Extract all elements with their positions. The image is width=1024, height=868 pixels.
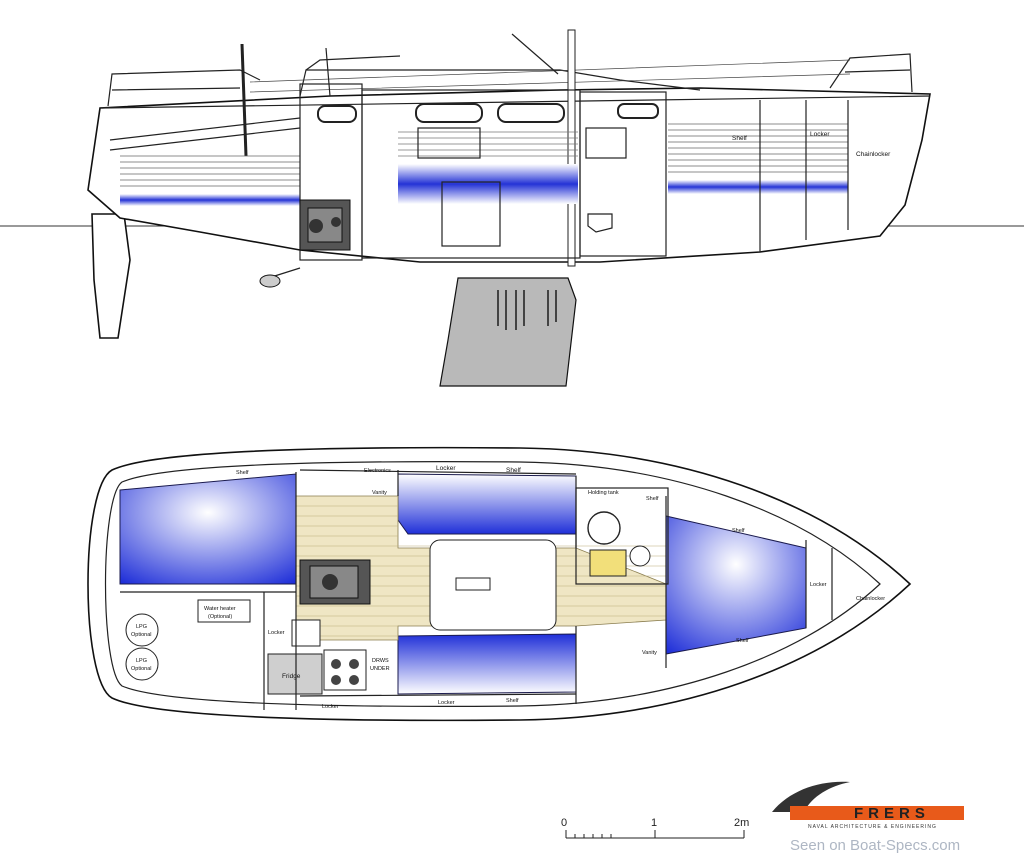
scale-tick-2m: 2m	[734, 817, 749, 829]
plan-label-lpg-2-note: Optional	[131, 666, 152, 672]
plan-engine	[299, 559, 371, 605]
settee-starboard	[397, 473, 577, 535]
scale-tick-0: 0	[561, 817, 567, 829]
plan-label-locker-bottom2: Locker	[438, 700, 455, 706]
plan-label-lpg-1: LPG	[136, 624, 147, 630]
profile-label-chainlocker: Chainlocker	[856, 151, 891, 158]
portlight-4	[617, 103, 659, 119]
plan-label-shelf-fwd-bottom: Shelf	[736, 638, 749, 644]
plan-label-lpg-2: LPG	[136, 658, 147, 664]
head-sink	[589, 549, 627, 577]
toilet-plan	[587, 511, 621, 545]
portlight-1	[317, 105, 357, 123]
rudder	[91, 213, 131, 339]
logo-orange-bar	[790, 806, 964, 820]
scale-bar: 0 1 2m	[561, 817, 749, 839]
saloon-strakes	[398, 131, 578, 157]
keel-bolts	[497, 290, 557, 330]
plan-label-shelf-head: Shelf	[646, 496, 659, 502]
plan-label-locker-top: Locker	[436, 465, 456, 472]
profile-view: Shelf Locker Chainlocker	[0, 29, 1024, 387]
profile-label-shelf: Shelf	[732, 135, 747, 142]
saloon-cushion	[398, 164, 578, 204]
plan-label-under: UNDER	[370, 666, 390, 672]
plan-label-electronics: Electronics	[364, 468, 391, 474]
galley-sink	[291, 619, 321, 647]
water-heater-box	[197, 599, 251, 623]
hull-strakes-fwd	[668, 123, 848, 173]
plan-label-locker-galley: Locker	[268, 630, 285, 636]
keel-fin	[439, 277, 577, 387]
plan-label-locker-bottom: Locker	[322, 704, 339, 710]
logo-swoosh-icon	[772, 781, 850, 812]
cabin-house	[299, 69, 701, 97]
plan-label-drws: DRWS	[372, 658, 389, 664]
settee-port	[397, 633, 577, 695]
logo-subtitle: NAVAL ARCHITECTURE & ENGINEERING	[808, 824, 937, 830]
logo-name: FRERS	[854, 805, 930, 822]
plan-label-water-heater-note: (Optional)	[208, 614, 232, 620]
plan-label-fridge: Fridge	[282, 673, 301, 680]
profile-label-locker: Locker	[810, 131, 830, 138]
watermark: Seen on Boat-Specs.com	[790, 837, 960, 854]
plan-label-shelf-aft: Shelf	[236, 470, 249, 476]
lpg-bottle-1	[125, 613, 159, 647]
plan-label-locker-bow: Locker	[810, 582, 827, 588]
aft-berth	[119, 473, 297, 585]
hull-strakes-aft	[120, 155, 300, 187]
plan-view: Shelf Electronics Locker Shelf Vanity Ho…	[87, 446, 912, 722]
hull-stripe-fwd	[668, 180, 848, 194]
plan-label-lpg-1-note: Optional	[131, 632, 152, 638]
frers-logo: FRERS NAVAL ARCHITECTURE & ENGINEERING	[772, 781, 964, 830]
scale-tick-1: 1	[651, 817, 657, 829]
portlight-2	[415, 103, 483, 123]
stove	[323, 649, 367, 691]
plan-label-vanity-bottom: Vanity	[642, 650, 657, 656]
engine	[299, 199, 351, 251]
plan-label-chainlocker: Chainlocker	[856, 596, 885, 602]
portlight-3	[497, 103, 565, 123]
head-compartment	[579, 91, 667, 257]
plan-label-shelf-top: Shelf	[506, 467, 521, 474]
plan-label-water-heater: Water heater	[204, 606, 236, 612]
plan-bulkheads	[120, 469, 833, 710]
propeller	[259, 274, 281, 288]
fridge-box	[267, 653, 323, 695]
hull-stripe-aft	[120, 194, 300, 206]
plan-label-shelf-bottom: Shelf	[506, 698, 519, 704]
saloon-table	[441, 181, 501, 247]
lpg-bottle-2	[125, 647, 159, 681]
plan-saloon-table	[429, 539, 557, 631]
plan-label-shelf-fwd-top: Shelf	[732, 528, 745, 534]
plan-label-holding-tank: Holding tank	[588, 490, 619, 496]
toilet	[587, 213, 613, 233]
mast	[567, 29, 576, 267]
plan-label-vanity-top: Vanity	[372, 490, 387, 496]
hull-plan-inner	[104, 461, 881, 707]
